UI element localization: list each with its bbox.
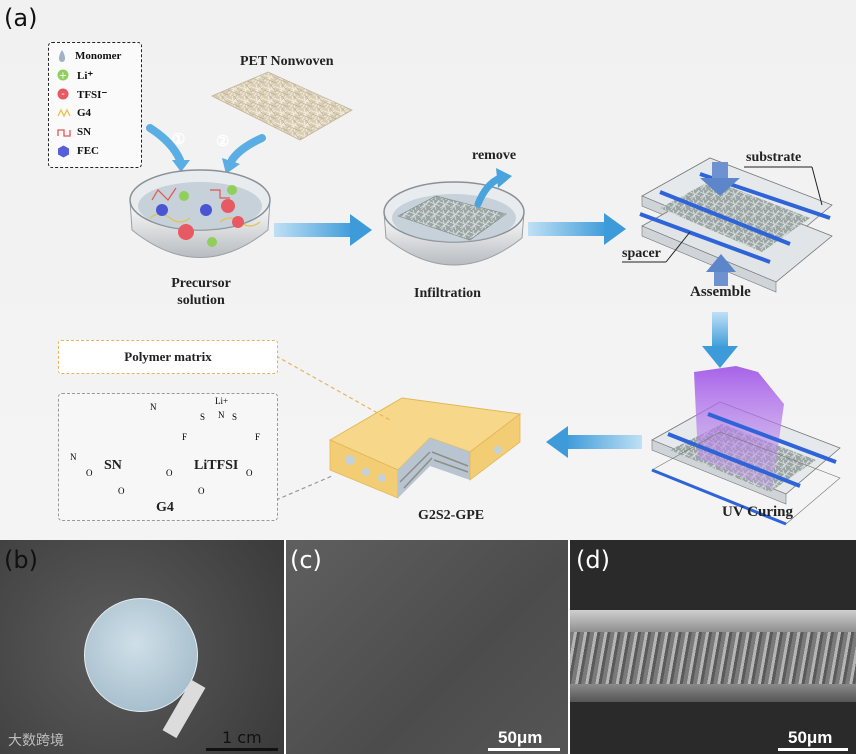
- precursor-label-line1: Precursor: [171, 276, 231, 291]
- legend-label-sn: SN: [77, 126, 92, 138]
- legend-label-fec: FEC: [77, 145, 99, 157]
- svg-text:+: +: [59, 71, 67, 82]
- bottom-layer: [570, 684, 856, 702]
- panel-d-sem: 50μm: [570, 540, 856, 754]
- g2s2-gpe-block: [328, 397, 522, 499]
- chem-o-label-5: O: [246, 468, 253, 478]
- panel-b-photo: 1 cm 大数跨境: [0, 540, 284, 754]
- chem-li-label: Li+: [215, 396, 229, 406]
- step-1-label: ①: [172, 132, 186, 148]
- sn-chain-icon: [57, 129, 71, 137]
- scale-bar-d-label: 50μm: [788, 728, 833, 747]
- fiber-layer: [570, 632, 856, 684]
- remove-arrow: [474, 168, 512, 208]
- legend-item-sn: SN: [57, 124, 91, 140]
- legend-item-fec: FEC: [57, 143, 99, 159]
- chem-o-label-4: O: [198, 486, 205, 496]
- chem-o-label-3: O: [166, 468, 173, 478]
- flow-arrow-4: [546, 426, 642, 458]
- membrane-disc: [84, 598, 198, 712]
- substrate-label: substrate: [746, 150, 802, 165]
- legend-item-tfsi: - TFSI⁻: [57, 86, 107, 102]
- panel-label-d: (d): [576, 546, 610, 574]
- top-layer: [570, 610, 856, 632]
- legend-item-li: + Li⁺: [57, 67, 93, 83]
- flow-arrow-3: [702, 312, 738, 368]
- legend-item-monomer: Monomer: [57, 48, 121, 64]
- chem-s-label-1: S: [200, 412, 206, 422]
- polymer-matrix-label: Polymer matrix: [124, 349, 212, 364]
- g4-name-label: G4: [156, 500, 174, 515]
- infiltration-label: Infiltration: [414, 286, 481, 301]
- scale-bar-c-label: 50μm: [498, 728, 543, 747]
- scale-bar-b-label: 1 cm: [222, 728, 262, 747]
- legend-label-monomer: Monomer: [75, 50, 122, 62]
- li-ion-icon: +: [57, 69, 69, 81]
- step-2-arrow: [222, 134, 266, 174]
- flow-arrow-1: [274, 214, 372, 246]
- pet-nonwoven-sheet: [211, 71, 353, 141]
- chem-n-label-sn-2: N: [150, 402, 157, 412]
- chem-s-label-2: S: [232, 412, 238, 422]
- fec-molecule-icon: [58, 145, 69, 157]
- assemble-label: Assemble: [690, 284, 751, 300]
- step-1-arrow: [146, 124, 190, 172]
- chem-n-label-sn-1: N: [70, 452, 77, 462]
- scale-bar-c: [488, 748, 560, 751]
- polymer-matrix-box: Polymer matrix: [58, 340, 278, 374]
- infiltration-dish: [383, 181, 525, 266]
- flow-arrow-2: [528, 213, 626, 245]
- panel-label-c: (c): [290, 546, 322, 574]
- chem-o-label-2: O: [118, 486, 125, 496]
- watermark: 大数跨境: [8, 733, 64, 749]
- chem-n-label: N: [218, 410, 225, 420]
- g4-chain-icon: [57, 108, 71, 118]
- legend-label-tfsi: TFSI⁻: [77, 88, 108, 101]
- spacer-label: spacer: [622, 246, 661, 261]
- uv-curing-setup: [651, 366, 841, 526]
- tfsi-ion-icon: -: [57, 88, 69, 100]
- remove-label: remove: [472, 148, 517, 163]
- legend-item-g4: G4: [57, 105, 91, 121]
- panel-c-sem: 50μm: [286, 540, 568, 754]
- uv-curing-label: UV Curing: [722, 504, 793, 520]
- legend-label-li: Li⁺: [77, 69, 94, 82]
- chem-f-label-1: F: [182, 432, 188, 442]
- svg-text:-: -: [61, 89, 65, 100]
- assemble-glass-stack: [639, 157, 833, 293]
- g2s2-gpe-label: G2S2-GPE: [418, 508, 485, 523]
- panel-label-a: (a): [4, 4, 38, 32]
- legend-label-g4: G4: [77, 107, 92, 119]
- scale-bar-d: [778, 748, 848, 751]
- chem-f-label-2: F: [255, 432, 261, 442]
- monomer-drop-icon: [59, 50, 65, 62]
- chem-o-label-1: O: [86, 468, 93, 478]
- legend-box: Monomer + Li⁺ - TFSI⁻ G4 SN FEC: [48, 42, 142, 168]
- step-2-label: ②: [216, 134, 230, 150]
- precursor-dish: [129, 169, 271, 258]
- schematic-svg: [73, 71, 841, 526]
- chemical-structures-box: [58, 393, 278, 521]
- scale-bar-b: [206, 748, 278, 751]
- panel-label-b: (b): [4, 546, 38, 574]
- pet-nonwoven-label: PET Nonwoven: [240, 54, 334, 69]
- litfsi-name-label: LiTFSI: [194, 458, 239, 473]
- precursor-label-line2: solution: [177, 293, 225, 308]
- sn-name-label: SN: [104, 458, 122, 473]
